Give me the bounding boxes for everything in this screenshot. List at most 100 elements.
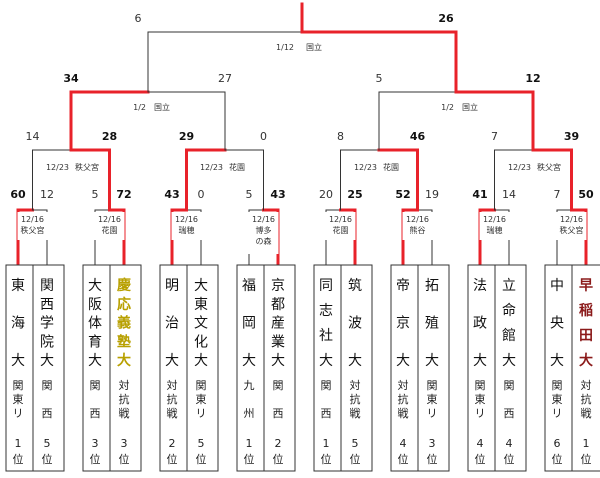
first-round-6-info-box (402, 212, 433, 240)
team-16-league-char: 対 (581, 378, 592, 392)
team-15-rank-suffix: 位 (552, 452, 563, 466)
team-15-league-char: 関 (552, 379, 563, 392)
team-14-league-char: 西 (504, 407, 515, 420)
team-14-rank-num: 4 (506, 437, 513, 450)
first-round-4-venue: の森 (256, 236, 272, 246)
quarterfinal-2-score-left: 29 (179, 130, 194, 143)
quarterfinal-3-venue: 花園 (383, 162, 399, 172)
team-3-name-char: 大 (88, 278, 102, 294)
team-pair-box-5 (313, 264, 373, 472)
first-round-8-score-right: 50 (578, 188, 594, 201)
team-8-name-char: 業 (271, 334, 285, 350)
first-round-8-info-box (556, 212, 587, 240)
team-6-name-char: 東 (194, 297, 208, 313)
quarterfinal-2-date: 12/23 (200, 163, 223, 172)
team-6-name-char: 文 (194, 316, 208, 332)
team-9-league-char: 関 (321, 379, 332, 392)
first-round-3-score-right: 0 (198, 188, 205, 201)
semifinal-2-score-right: 12 (525, 72, 540, 85)
team-14-rank-suffix: 位 (504, 452, 515, 466)
team-10-league-char: 抗 (350, 392, 361, 406)
team-15-name-char: 中 (550, 278, 564, 294)
team-7-league-char: 州 (244, 407, 255, 420)
team-9-name-char: 大 (319, 353, 333, 369)
team-14-name-char: 命 (502, 302, 516, 319)
team-11-league-char: 戦 (398, 407, 409, 420)
team-8-name-char: 京 (271, 278, 285, 294)
team-2-name-char: 大 (40, 353, 54, 369)
team-15-name-char: 大 (550, 353, 564, 369)
team-12-league-char: 関 (427, 379, 438, 392)
first-round-3-venue: 瑞穂 (179, 225, 195, 235)
team-4-name-char: 塾 (117, 333, 131, 350)
team-9-name-char: 同 (319, 278, 333, 294)
team-1-name-char: 海 (11, 316, 25, 332)
team-10-name-char: 筑 (348, 278, 362, 294)
team-7-name-char: 大 (242, 353, 256, 369)
quarterfinal-4-venue: 秩父宮 (537, 162, 561, 172)
team-2-name-char: 院 (40, 334, 54, 350)
team-4-name-char: 大 (117, 352, 131, 369)
team-13-name-char: 大 (473, 353, 487, 369)
quarterfinal-3-date: 12/23 (354, 163, 377, 172)
team-10-name-char: 大 (348, 353, 362, 369)
team-11-rank-num: 4 (400, 437, 407, 450)
team-6-name-char: 大 (194, 278, 208, 294)
first-round-8-score-left: 7 (554, 188, 561, 201)
team-14-league-char: 関 (504, 379, 515, 392)
team-12-league-char: リ (427, 407, 438, 420)
team-13-name-char: 法 (473, 278, 487, 294)
team-2-rank-suffix: 位 (42, 452, 53, 466)
first-round-4-info-box (248, 212, 279, 254)
team-7-rank-num: 1 (246, 437, 253, 450)
team-pair-box-1 (5, 264, 65, 472)
first-round-6-venue: 熊谷 (410, 225, 426, 235)
first-round-5-score-right: 25 (347, 188, 362, 201)
semifinal-1-venue: 国立 (154, 102, 170, 112)
semifinal-1-score-left: 34 (63, 72, 79, 85)
team-11-league-char: 抗 (398, 392, 409, 406)
team-12-name-char: 大 (425, 353, 439, 369)
team-1-league-char: 東 (13, 393, 24, 406)
first-round-3-date: 12/16 (175, 215, 198, 224)
first-round-5-date: 12/16 (329, 215, 352, 224)
first-round-7-score-right: 14 (502, 188, 516, 201)
team-8-name-char: 大 (271, 353, 285, 369)
first-round-5-info-box (325, 212, 356, 240)
team-12-name-char: 殖 (425, 315, 439, 332)
first-round-7-venue: 瑞穂 (487, 225, 503, 235)
team-5-league-char: 対 (167, 378, 178, 392)
team-7-name-char: 岡 (242, 316, 256, 332)
team-2-name-char: 関 (40, 278, 54, 294)
quarterfinal-1-score-left: 14 (26, 130, 40, 143)
first-round-1-score-right: 12 (40, 188, 54, 201)
team-6-name-char: 大 (194, 353, 208, 369)
team-6-rank-num: 5 (198, 437, 205, 450)
final-score-left: 6 (135, 12, 142, 25)
team-9-league-char: 西 (321, 407, 332, 420)
team-5-rank-suffix: 位 (167, 452, 178, 466)
team-5-league-char: 戦 (167, 407, 178, 420)
team-13-rank-num: 4 (477, 437, 484, 450)
team-2-rank-num: 5 (44, 437, 51, 450)
final-venue: 国立 (306, 42, 322, 52)
team-5-name-char: 大 (165, 353, 179, 369)
first-round-5-venue: 花園 (333, 225, 349, 235)
team-16-name-char: 大 (579, 352, 593, 369)
semifinal-2-venue: 国立 (462, 102, 478, 112)
team-4-name-char: 応 (117, 296, 131, 313)
quarterfinal-1-date: 12/23 (46, 163, 69, 172)
team-3-name-char: 育 (88, 334, 102, 350)
team-3-league-char: 西 (90, 407, 101, 420)
first-round-1-score-left: 60 (10, 188, 26, 201)
team-2-name-char: 学 (40, 316, 54, 332)
team-pair-box-3 (159, 264, 219, 472)
team-11-name-char: 帝 (396, 278, 410, 294)
team-14-name-char: 立 (502, 278, 516, 294)
team-12-rank-suffix: 位 (427, 452, 438, 466)
team-4-rank-num: 3 (121, 437, 128, 450)
team-14-name-char: 大 (502, 353, 516, 369)
quarterfinal-4-score-right: 39 (564, 130, 579, 143)
first-round-6-date: 12/16 (406, 215, 429, 224)
quarterfinal-2-venue: 花園 (229, 162, 245, 172)
